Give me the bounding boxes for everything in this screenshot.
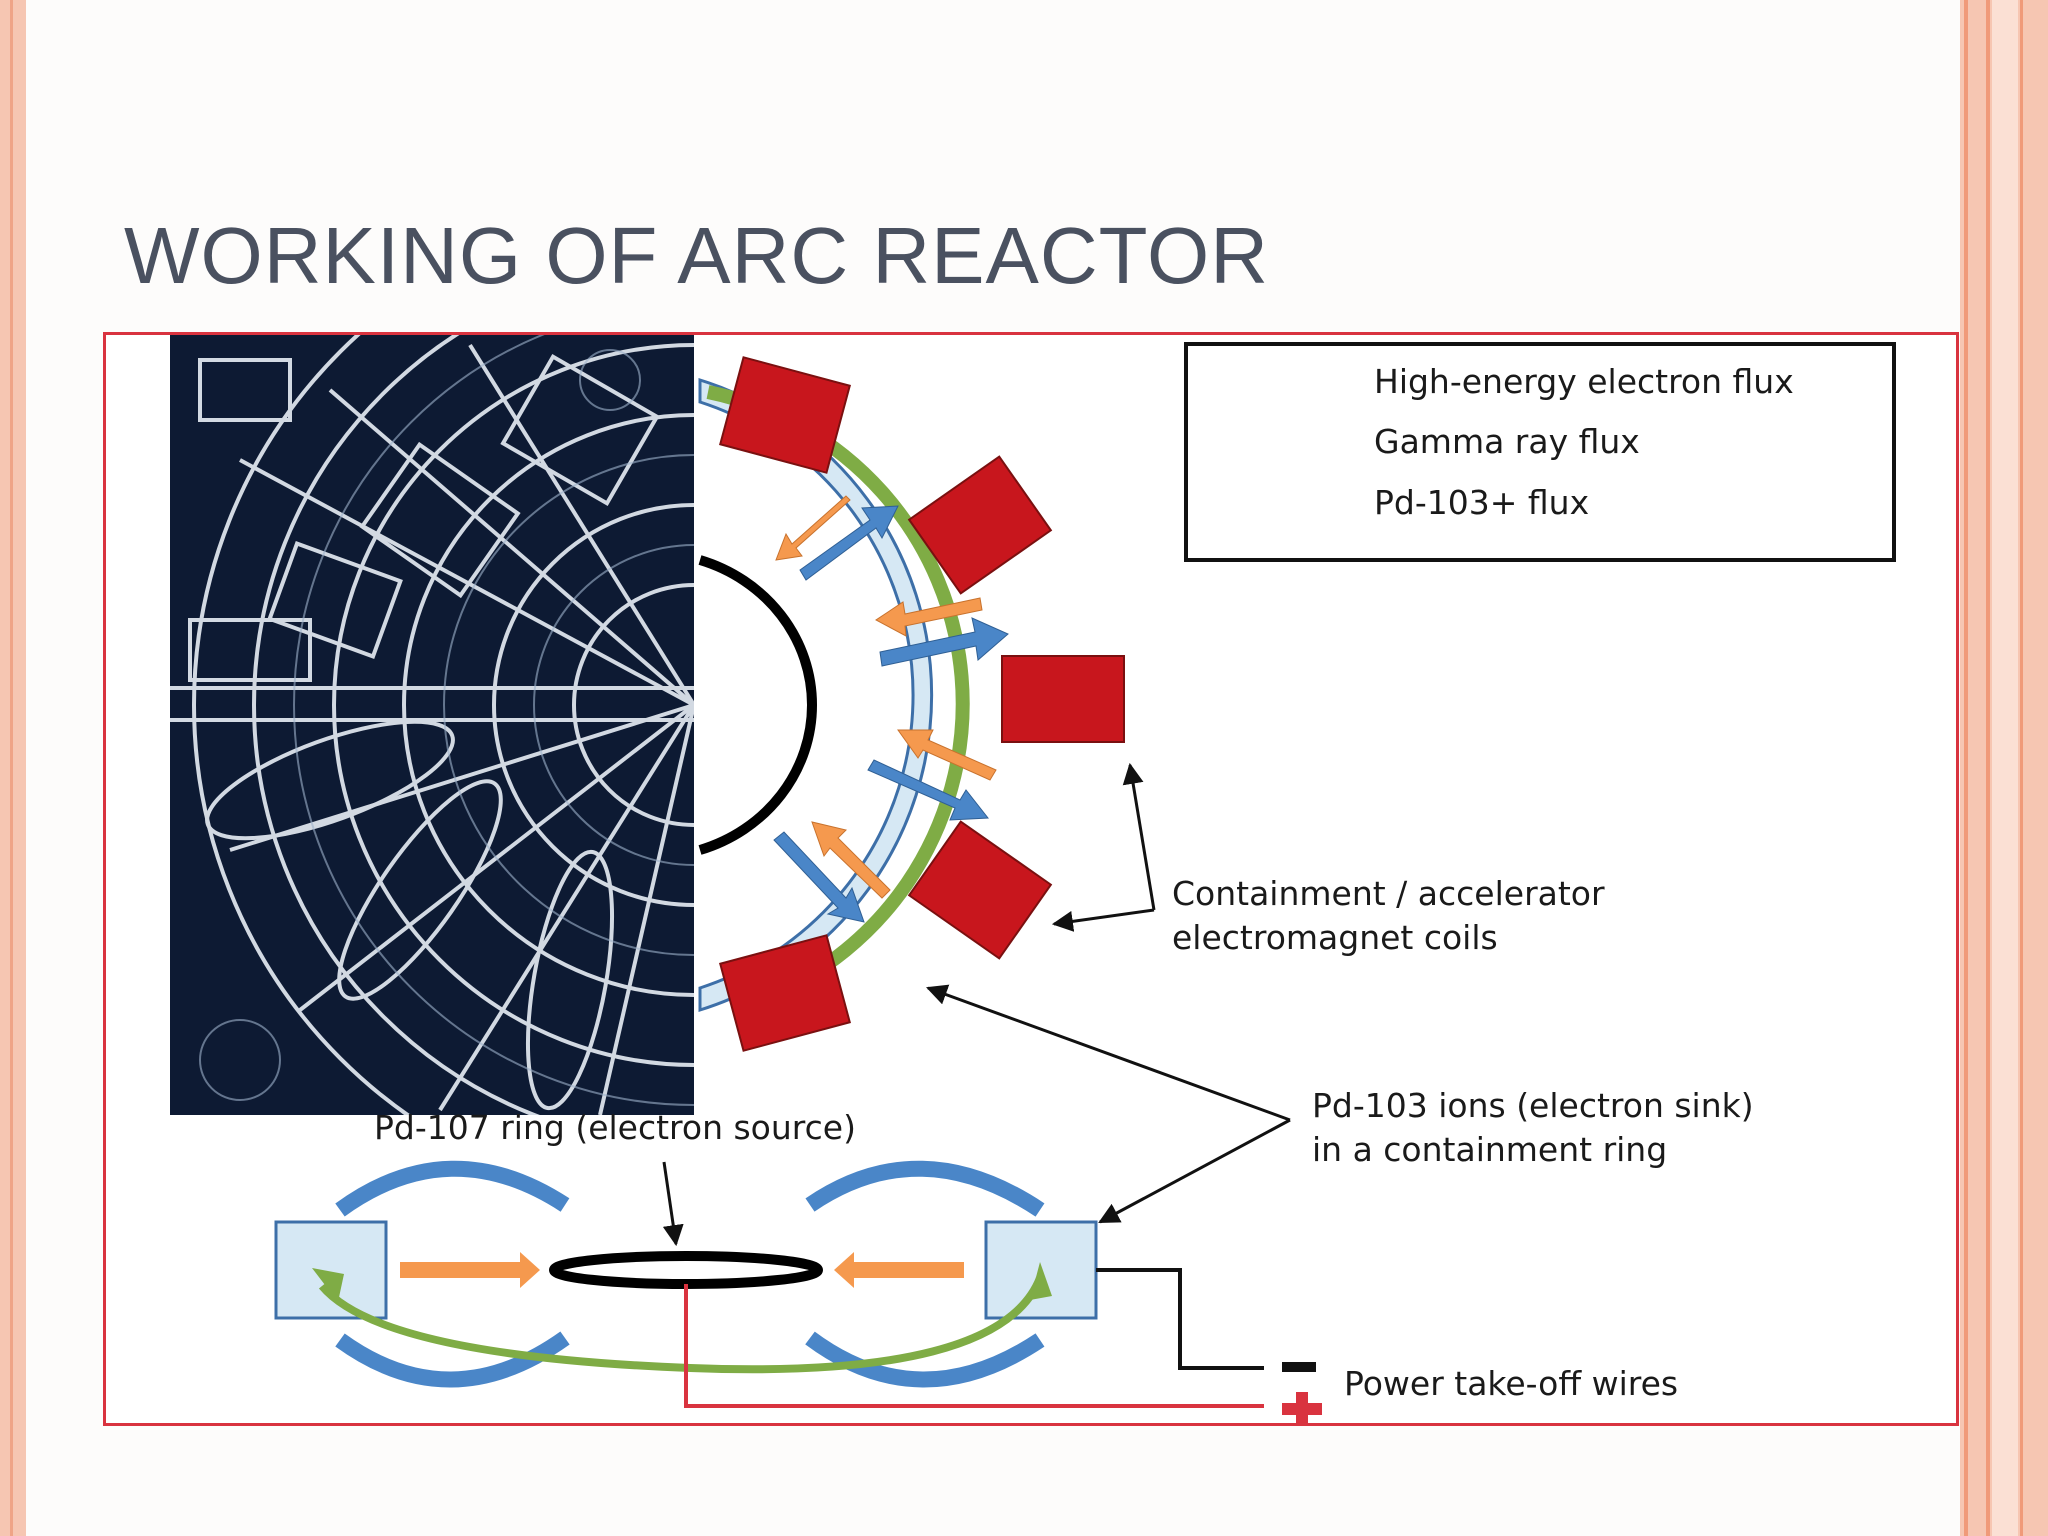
right-decorative-line <box>1964 0 1968 1536</box>
slide-title: WORKING OF ARC REACTOR <box>124 211 1270 300</box>
bottom-green-flux <box>318 1276 1044 1374</box>
right-decorative-line <box>2020 0 2023 1536</box>
legend-box <box>1184 342 1896 562</box>
flux-arrows <box>773 495 1009 923</box>
gamma-flux-arrow <box>811 821 891 899</box>
coil <box>907 455 1053 595</box>
left-gamma-arrow <box>400 1252 540 1288</box>
legend-label-pd103: Pd-103+ flux <box>1374 483 1590 522</box>
coil <box>719 934 851 1052</box>
core-arc <box>698 555 817 855</box>
coil <box>907 820 1053 960</box>
electromagnet-coils <box>719 356 1125 1052</box>
pd103-leader-line <box>926 984 1291 1122</box>
blueprint-image <box>170 335 694 1115</box>
right-decorative-line <box>1986 0 1990 1536</box>
legend-label-gamma: Gamma ray flux <box>1374 422 1640 461</box>
pd107-leader-line <box>662 1161 684 1247</box>
legend-label-electron: High-energy electron flux <box>1374 362 1794 401</box>
gamma-flux-arrow <box>897 729 997 781</box>
coils-leader-line <box>1051 908 1155 932</box>
bottom-green-flux-tail <box>1030 1262 1052 1300</box>
minus-terminal <box>1282 1362 1316 1372</box>
pd103-label-line2: in a containment ring <box>1312 1130 1668 1169</box>
gamma-flux-arrow <box>875 597 983 637</box>
coils-leader-line <box>1122 762 1156 911</box>
coil <box>719 356 851 474</box>
left-ion-box <box>274 1220 388 1320</box>
coils-label-line2: electromagnet coils <box>1172 918 1498 957</box>
bottom-green-flux-head <box>312 1268 344 1302</box>
top-left-curved-arrow <box>335 1160 570 1217</box>
bottom-right-curved-arrow <box>805 1331 1045 1388</box>
pd107-ring <box>549 1251 823 1289</box>
right-decorative-band <box>1992 0 2018 1536</box>
top-right-curved-arrow <box>805 1160 1045 1217</box>
pd103-label-line1: Pd-103 ions (electron sink) <box>1312 1086 1754 1125</box>
gamma-flux-arrow <box>775 495 851 561</box>
leader-lines <box>662 762 1291 1247</box>
power-wires-label: Power take-off wires <box>1344 1364 1679 1403</box>
positive-wire <box>684 1284 1264 1408</box>
coil <box>1001 655 1125 743</box>
electron-flux-arrow <box>799 505 899 581</box>
coils-label-line1: Containment / accelerator <box>1172 874 1605 913</box>
electron-flux-arrow <box>879 617 1009 667</box>
plus-terminal-v <box>1296 1392 1308 1426</box>
bottom-schematic <box>274 1160 1322 1426</box>
right-gamma-arrow <box>834 1252 964 1288</box>
left-decorative-stripe <box>0 0 26 1536</box>
electron-flux-arrow <box>773 831 865 923</box>
pd103-leader-line <box>1098 1118 1291 1224</box>
negative-wire <box>1096 1268 1264 1370</box>
electron-flux-arrow <box>867 759 989 821</box>
pd107-label: Pd-107 ring (electron source) <box>374 1108 856 1147</box>
containment-ring <box>698 377 934 1013</box>
left-decorative-line <box>10 0 13 1536</box>
